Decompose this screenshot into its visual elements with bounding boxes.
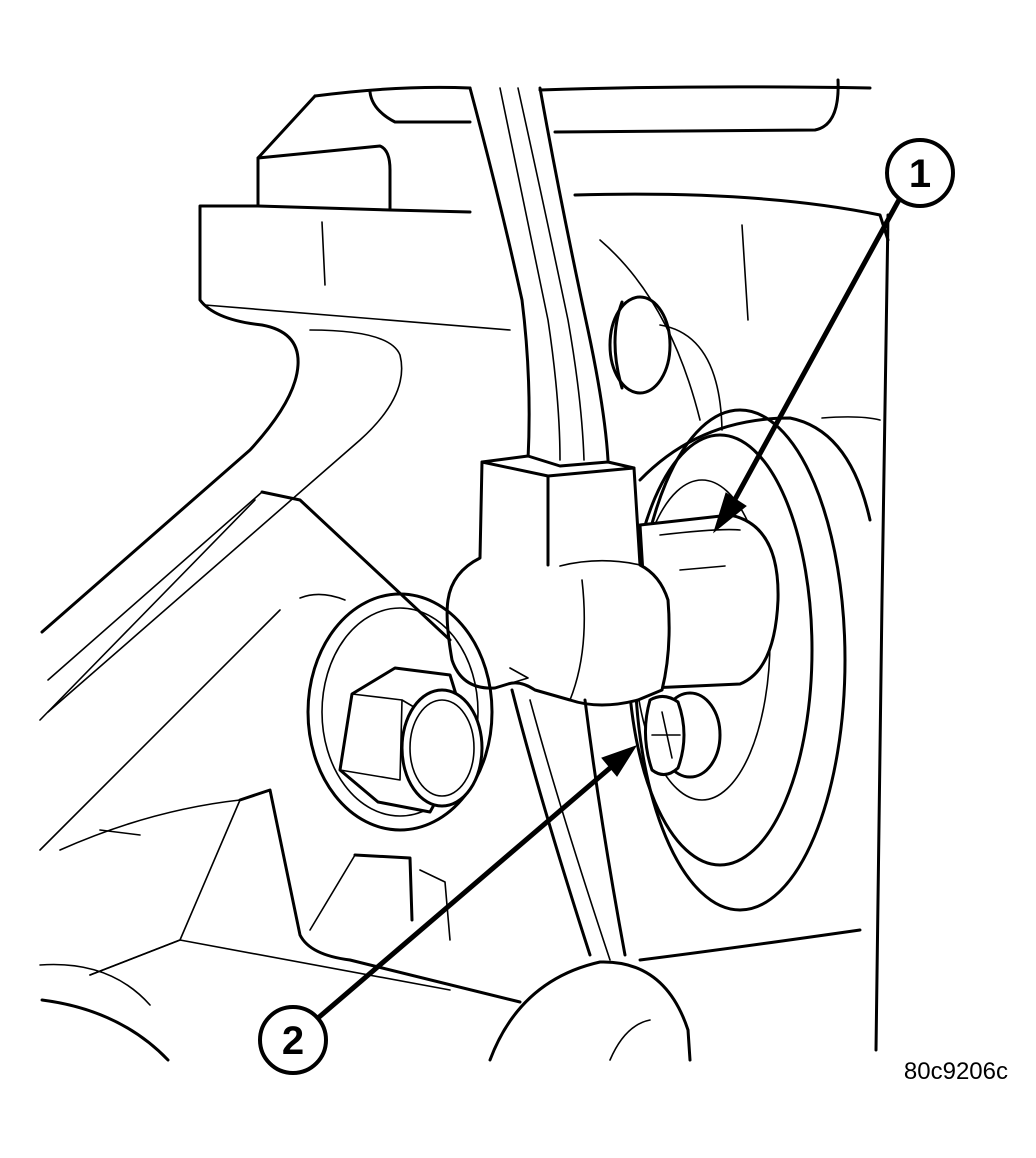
callout-1-label: 1 <box>909 152 931 196</box>
sensor-assembly <box>445 454 780 707</box>
figure-id: 80c9206c <box>903 1058 1008 1085</box>
hex-bolt <box>306 592 494 832</box>
upper-casting <box>40 85 511 713</box>
callout-2-leader <box>316 766 612 1020</box>
right-housing <box>538 78 890 1052</box>
callout-1-arrowhead <box>713 492 747 534</box>
lower-casting <box>39 490 692 1062</box>
callout-2-arrowhead <box>601 745 638 777</box>
callout-1: 1 <box>713 138 955 534</box>
callout-2-circle <box>258 1005 328 1075</box>
callout-2-label: 2 <box>282 1019 304 1063</box>
callout-1-circle <box>885 138 955 208</box>
callout-2: 2 <box>258 745 638 1075</box>
retaining-bolt <box>643 691 722 779</box>
wire-harness <box>468 86 610 462</box>
callout-1-leader <box>730 196 903 505</box>
